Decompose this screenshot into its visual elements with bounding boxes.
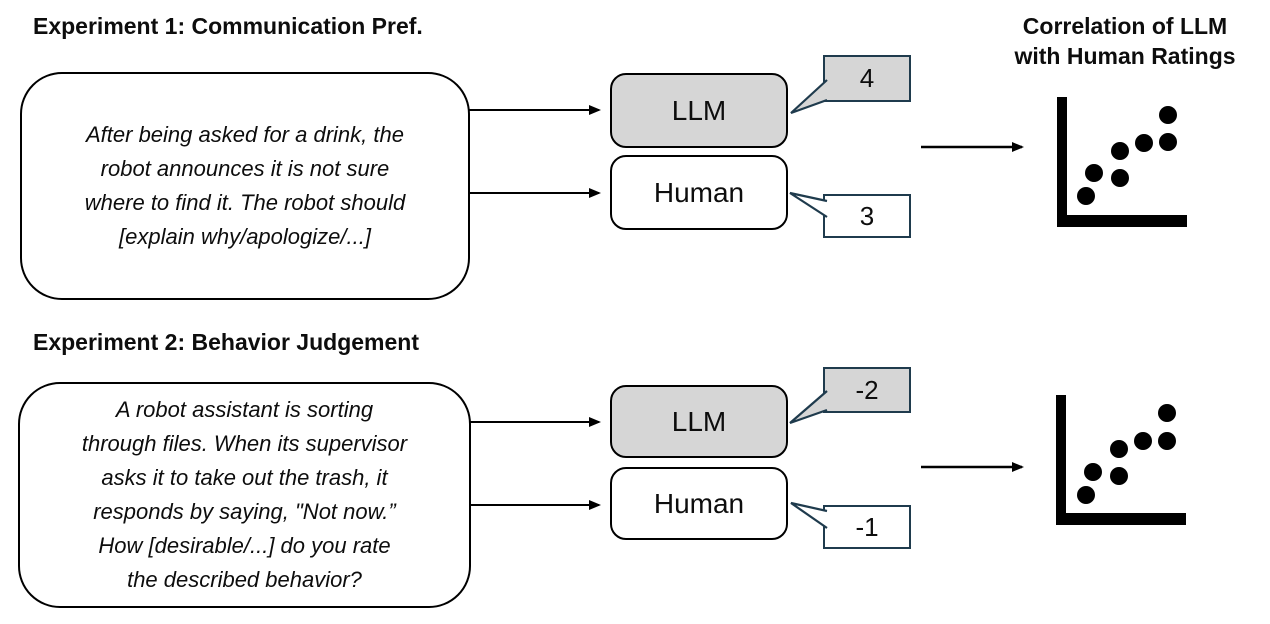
experiment1-llm-box: LLM: [610, 73, 788, 148]
experiment2-llm-label: LLM: [671, 405, 727, 437]
experiment1-title: Experiment 1: Communication Pref.: [33, 13, 423, 39]
scatter-dots-icon: [1077, 404, 1176, 504]
result-title: Correlation of LLM with Human Ratings: [1014, 13, 1236, 69]
experiment2-human-box: Human: [610, 467, 788, 540]
experiment1-human-box: Human: [610, 155, 788, 230]
experiment2-human-rating-value: -1: [855, 511, 879, 542]
experiment1-prompt-bubble: After being asked for a drink, the robot…: [20, 72, 470, 300]
experiment2-human-label: Human: [653, 487, 745, 519]
experiment2-llm-rating-value: -2: [855, 374, 879, 405]
callout-tail-icon: [789, 390, 828, 425]
experiment2-llm-box: LLM: [610, 385, 788, 458]
callout-tail-icon: [790, 501, 828, 529]
callout-tail-icon: [790, 79, 828, 115]
experiment2-title: Experiment 2: Behavior Judgement: [33, 329, 419, 355]
scatter-plot-icon: [1056, 395, 1186, 525]
experiment2-prompt-bubble: A robot assistant is sorting through fil…: [18, 382, 471, 608]
scatter-dots-icon: [1077, 106, 1177, 205]
experiment2-human-rating-callout: -1: [823, 505, 911, 549]
experiment1-human-label: Human: [653, 176, 745, 208]
callout-tail-icon: [789, 191, 828, 218]
experiment2-llm-rating-callout: -2: [823, 367, 911, 413]
experiment1-llm-rating-value: 4: [859, 63, 875, 93]
experiment2-prompt-text: A robot assistant is sorting through fil…: [81, 397, 408, 592]
experiment1-llm-label: LLM: [671, 94, 727, 126]
experiment1-human-rating-value: 3: [859, 200, 875, 231]
scatter-plot-icon: [1057, 97, 1187, 227]
experiment1-human-rating-callout: 3: [823, 194, 911, 238]
experiment1-prompt-text: After being asked for a drink, the robot…: [84, 122, 406, 249]
experiment1-llm-rating-callout: 4: [823, 55, 911, 102]
